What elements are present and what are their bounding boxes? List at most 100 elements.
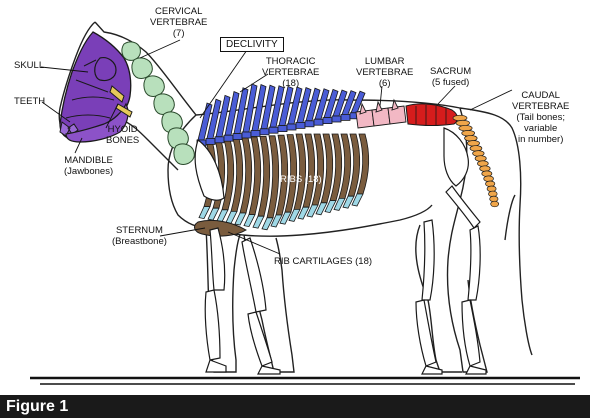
thoracic-vertebra-body	[340, 114, 351, 121]
skull-detail-lines	[65, 59, 115, 119]
thoracic-vertebra-body	[259, 128, 270, 136]
label-ribs: RIBS (18)	[280, 174, 322, 185]
label-declivity: DECLIVITY	[220, 37, 284, 52]
lumbar-line-3: (6)	[378, 78, 391, 89]
sternum-line-2: (Breastbone)	[112, 236, 167, 247]
lumbar-line-1: LUMBAR	[364, 56, 405, 67]
thoracic-vertebra-body	[223, 134, 234, 142]
rib-cartilage	[351, 193, 364, 207]
label-caudal-vertebrae: CAUDAL VERTEBRAE (Tail bones; variable i…	[512, 90, 569, 145]
label-lumbar-vertebrae: LUMBAR VERTEBRAE (6)	[356, 56, 413, 89]
caudal-vertebra	[472, 150, 485, 157]
label-cervical-vertebrae: CERVICAL VERTEBRAE (7)	[150, 6, 207, 39]
thoracic-vertebra-body	[241, 131, 252, 139]
rib-cartilage	[216, 209, 229, 223]
sternum-line-1: STERNUM	[115, 225, 163, 236]
rib-cartilage	[333, 198, 346, 211]
thoracic-vertebra-body	[250, 129, 261, 137]
cervical-line-3: (7)	[172, 28, 185, 39]
label-skull: SKULL	[14, 60, 45, 71]
rib-cartilage	[306, 204, 319, 218]
sacrum-detail	[415, 105, 447, 125]
rib-cartilage	[198, 206, 211, 220]
mandible-bone	[65, 102, 129, 143]
rib-cartilage	[288, 209, 301, 222]
rib-cartilage	[243, 214, 256, 228]
caudal-vertebra	[474, 155, 487, 162]
thoracic-line-2: VERTEBRAE	[262, 67, 320, 78]
thoracic-vertebra-body	[268, 126, 279, 134]
caudal-vertebra	[485, 180, 496, 187]
thoracic-line-3: (18)	[282, 78, 300, 89]
caudal-vertebra	[458, 124, 473, 132]
rib-cartilage	[234, 212, 247, 226]
thoracic-vertebra-body	[322, 117, 333, 124]
rib-cartilage	[297, 206, 310, 220]
caudal-vertebra	[481, 170, 493, 177]
skull-eye-orbit	[94, 57, 117, 82]
sacrum-line-2: (5 fused)	[431, 77, 470, 88]
caudal-vertebra	[469, 145, 483, 152]
caudal-vertebra	[466, 140, 480, 147]
thoracic-vertebra-body	[331, 115, 342, 123]
thoracic-vertebra-body	[277, 125, 288, 132]
caudal-vertebra	[483, 175, 494, 182]
thoracic-line-1: THORACIC	[265, 56, 316, 67]
lumbar-vertebrae	[355, 98, 407, 129]
thoracic-vertebra-body	[205, 137, 216, 145]
caudal-vertebra	[486, 185, 497, 192]
rib-cartilage	[342, 195, 355, 209]
label-teeth: TEETH	[14, 96, 46, 107]
caudal-line-5: in number)	[517, 134, 564, 145]
thoracic-vertebra-body	[232, 133, 243, 141]
scapula-and-foreleg-bones	[194, 139, 281, 375]
hyoid-line-2: BONES	[106, 135, 140, 146]
thoracic-vertebra-body	[304, 120, 315, 128]
figure-caption-bar: Figure 1	[0, 395, 590, 418]
sternum-bone	[194, 219, 247, 237]
caudal-vertebra	[452, 114, 468, 122]
label-thoracic-vertebrae: THORACIC VERTEBRAE (18)	[262, 56, 319, 89]
cervical-line-1: CERVICAL	[155, 6, 203, 17]
caudal-vertebra	[464, 135, 478, 142]
caudal-line-4: variable	[524, 123, 558, 134]
sacrum-bone	[405, 103, 459, 126]
rib-cartilage	[225, 211, 238, 224]
label-mandible: MANDIBLE (Jawbones)	[64, 155, 113, 177]
thoracic-vertebrae	[196, 83, 366, 147]
label-hyoid-bones: HYOID BONES	[106, 124, 139, 146]
rib-cartilage	[261, 217, 274, 231]
mandible-line-2: (Jawbones)	[64, 166, 114, 177]
caudal-vertebra	[461, 130, 476, 137]
caudal-vertebra	[490, 200, 500, 208]
thoracic-vertebra-body	[295, 122, 306, 129]
rib-cartilage	[252, 215, 265, 229]
pelvis-and-hindleg-bones	[415, 127, 487, 375]
thoracic-vertebra-body	[214, 136, 225, 144]
caudal-vertebrae	[452, 114, 500, 208]
label-sacrum: SACRUM (5 fused)	[430, 66, 471, 88]
rib-cartilage	[270, 214, 283, 228]
caudal-vertebra	[479, 165, 491, 172]
thoracic-vertebra-body	[286, 123, 297, 131]
caudal-line-3: (Tail bones;	[516, 112, 565, 123]
caudal-vertebra	[477, 160, 489, 167]
rib-cartilage	[324, 200, 337, 214]
caudal-line-2: VERTEBRAE	[512, 101, 570, 112]
figure-caption: Figure 1	[6, 398, 69, 415]
cervical-vertebrae	[121, 41, 195, 165]
hyoid-line-1: HYOID	[107, 124, 138, 135]
thoracic-vertebra-body	[313, 118, 324, 126]
caudal-line-1: CAUDAL	[521, 90, 560, 101]
sacrum-line-1: SACRUM	[430, 66, 472, 77]
label-rib-cartilages: RIB CARTILAGES (18)	[274, 256, 373, 267]
cervical-line-2: VERTEBRAE	[150, 17, 208, 28]
caudal-vertebra	[455, 119, 470, 127]
mandible-line-1: MANDIBLE	[64, 155, 113, 166]
lumbar-line-2: VERTEBRAE	[356, 67, 414, 78]
rib-cartilage	[207, 207, 220, 221]
rib-cartilage	[315, 202, 328, 216]
leader-lines	[40, 39, 513, 255]
